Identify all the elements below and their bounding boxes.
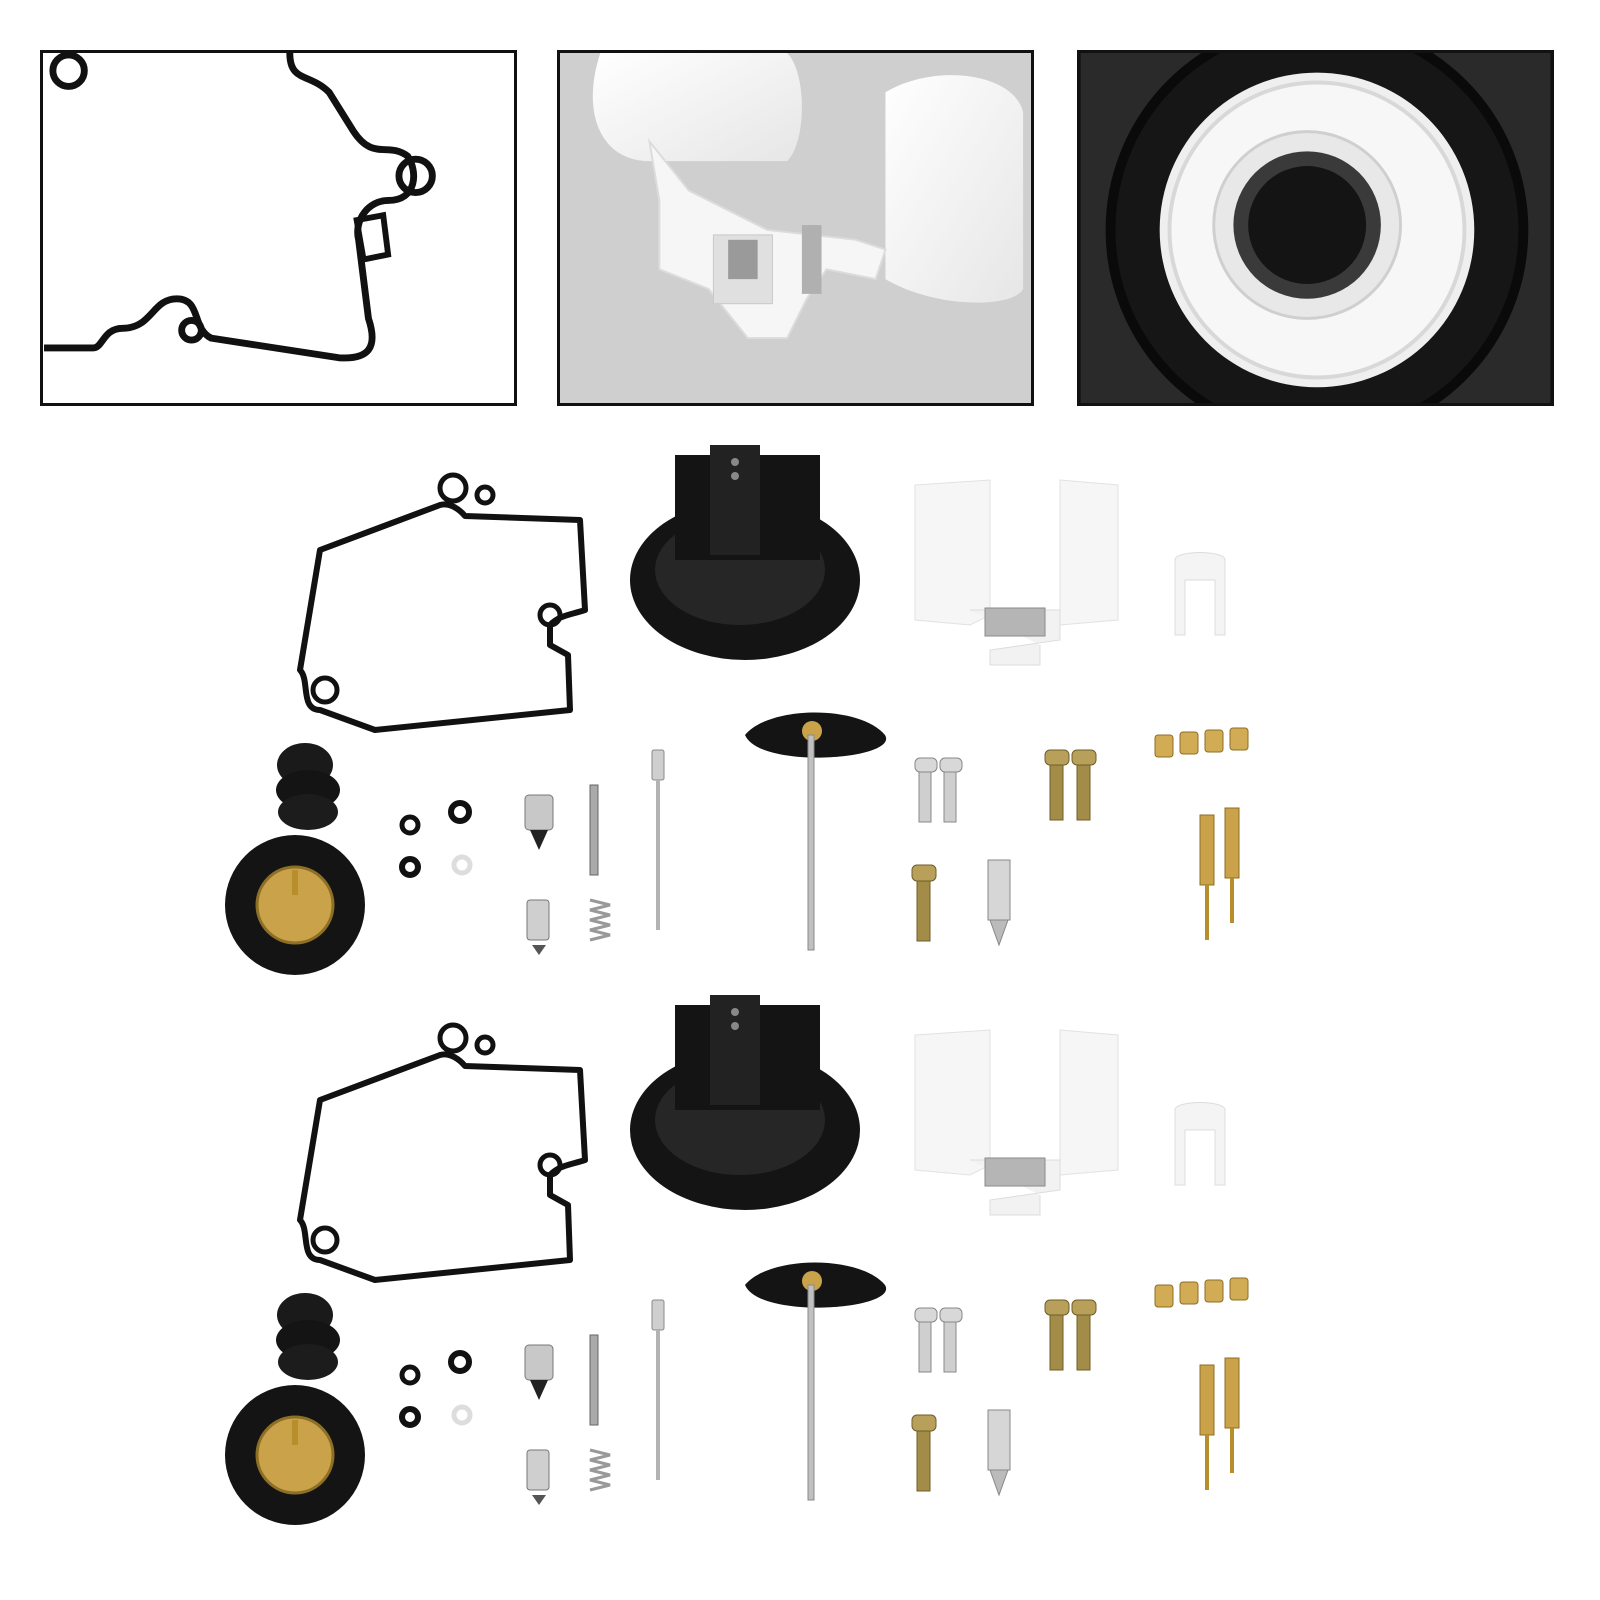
needle-valve-icon (524, 794, 554, 955)
pilot-jets-icon (1199, 807, 1240, 940)
jet-needle-icon (651, 1299, 665, 1480)
gasket-closeup-panel (40, 50, 517, 406)
idle-screw-icon (987, 1409, 1011, 1497)
carburetor-float-icon (914, 479, 1119, 666)
diaphragm-closeup-panel (1077, 50, 1554, 406)
jet-clip-icon (1174, 1102, 1226, 1186)
float-closeup-panel (557, 50, 1034, 406)
pilot-screw-icon (911, 1414, 937, 1492)
diaphragm-closeup-icon (1081, 53, 1550, 403)
kit-set-2 (200, 990, 1360, 1530)
float-pin-icon (589, 1334, 599, 1426)
jet-clip-icon (1174, 552, 1226, 636)
main-jets-icon (1154, 727, 1249, 758)
o-ring-set-icon (399, 1350, 473, 1428)
kit-set-1 (200, 440, 1360, 980)
vacuum-piston-diaphragm-icon (630, 995, 860, 1210)
silver-screws-icon (914, 1307, 963, 1373)
pilot-jets-icon (1199, 1357, 1240, 1490)
float-bowl-gasket-icon (297, 472, 588, 733)
o-ring-set-icon (399, 800, 473, 878)
spring-icon (589, 898, 611, 942)
pump-boot-icon (276, 743, 340, 830)
main-jets-icon (1154, 1277, 1249, 1308)
silver-screws-icon (914, 757, 963, 823)
vacuum-piston-diaphragm-icon (630, 445, 860, 660)
float-pin-icon (589, 784, 599, 876)
gold-screws-icon (1044, 1299, 1097, 1371)
idle-screw-icon (987, 859, 1011, 947)
gold-screws-icon (1044, 749, 1097, 821)
spring-icon (589, 1448, 611, 1492)
plunger-diaphragm-icon (745, 1262, 887, 1501)
float-closeup-icon (561, 53, 1030, 403)
pilot-screw-icon (911, 864, 937, 942)
carburetor-float-icon (914, 1029, 1119, 1216)
pump-diaphragm-icon (225, 835, 365, 975)
jet-needle-icon (651, 749, 665, 930)
plunger-diaphragm-icon (745, 712, 887, 951)
pump-diaphragm-icon (225, 1385, 365, 1525)
needle-valve-icon (524, 1344, 554, 1505)
pump-boot-icon (276, 1293, 340, 1380)
float-bowl-gasket-icon (297, 1022, 588, 1283)
gasket-closeup-icon (44, 53, 436, 362)
